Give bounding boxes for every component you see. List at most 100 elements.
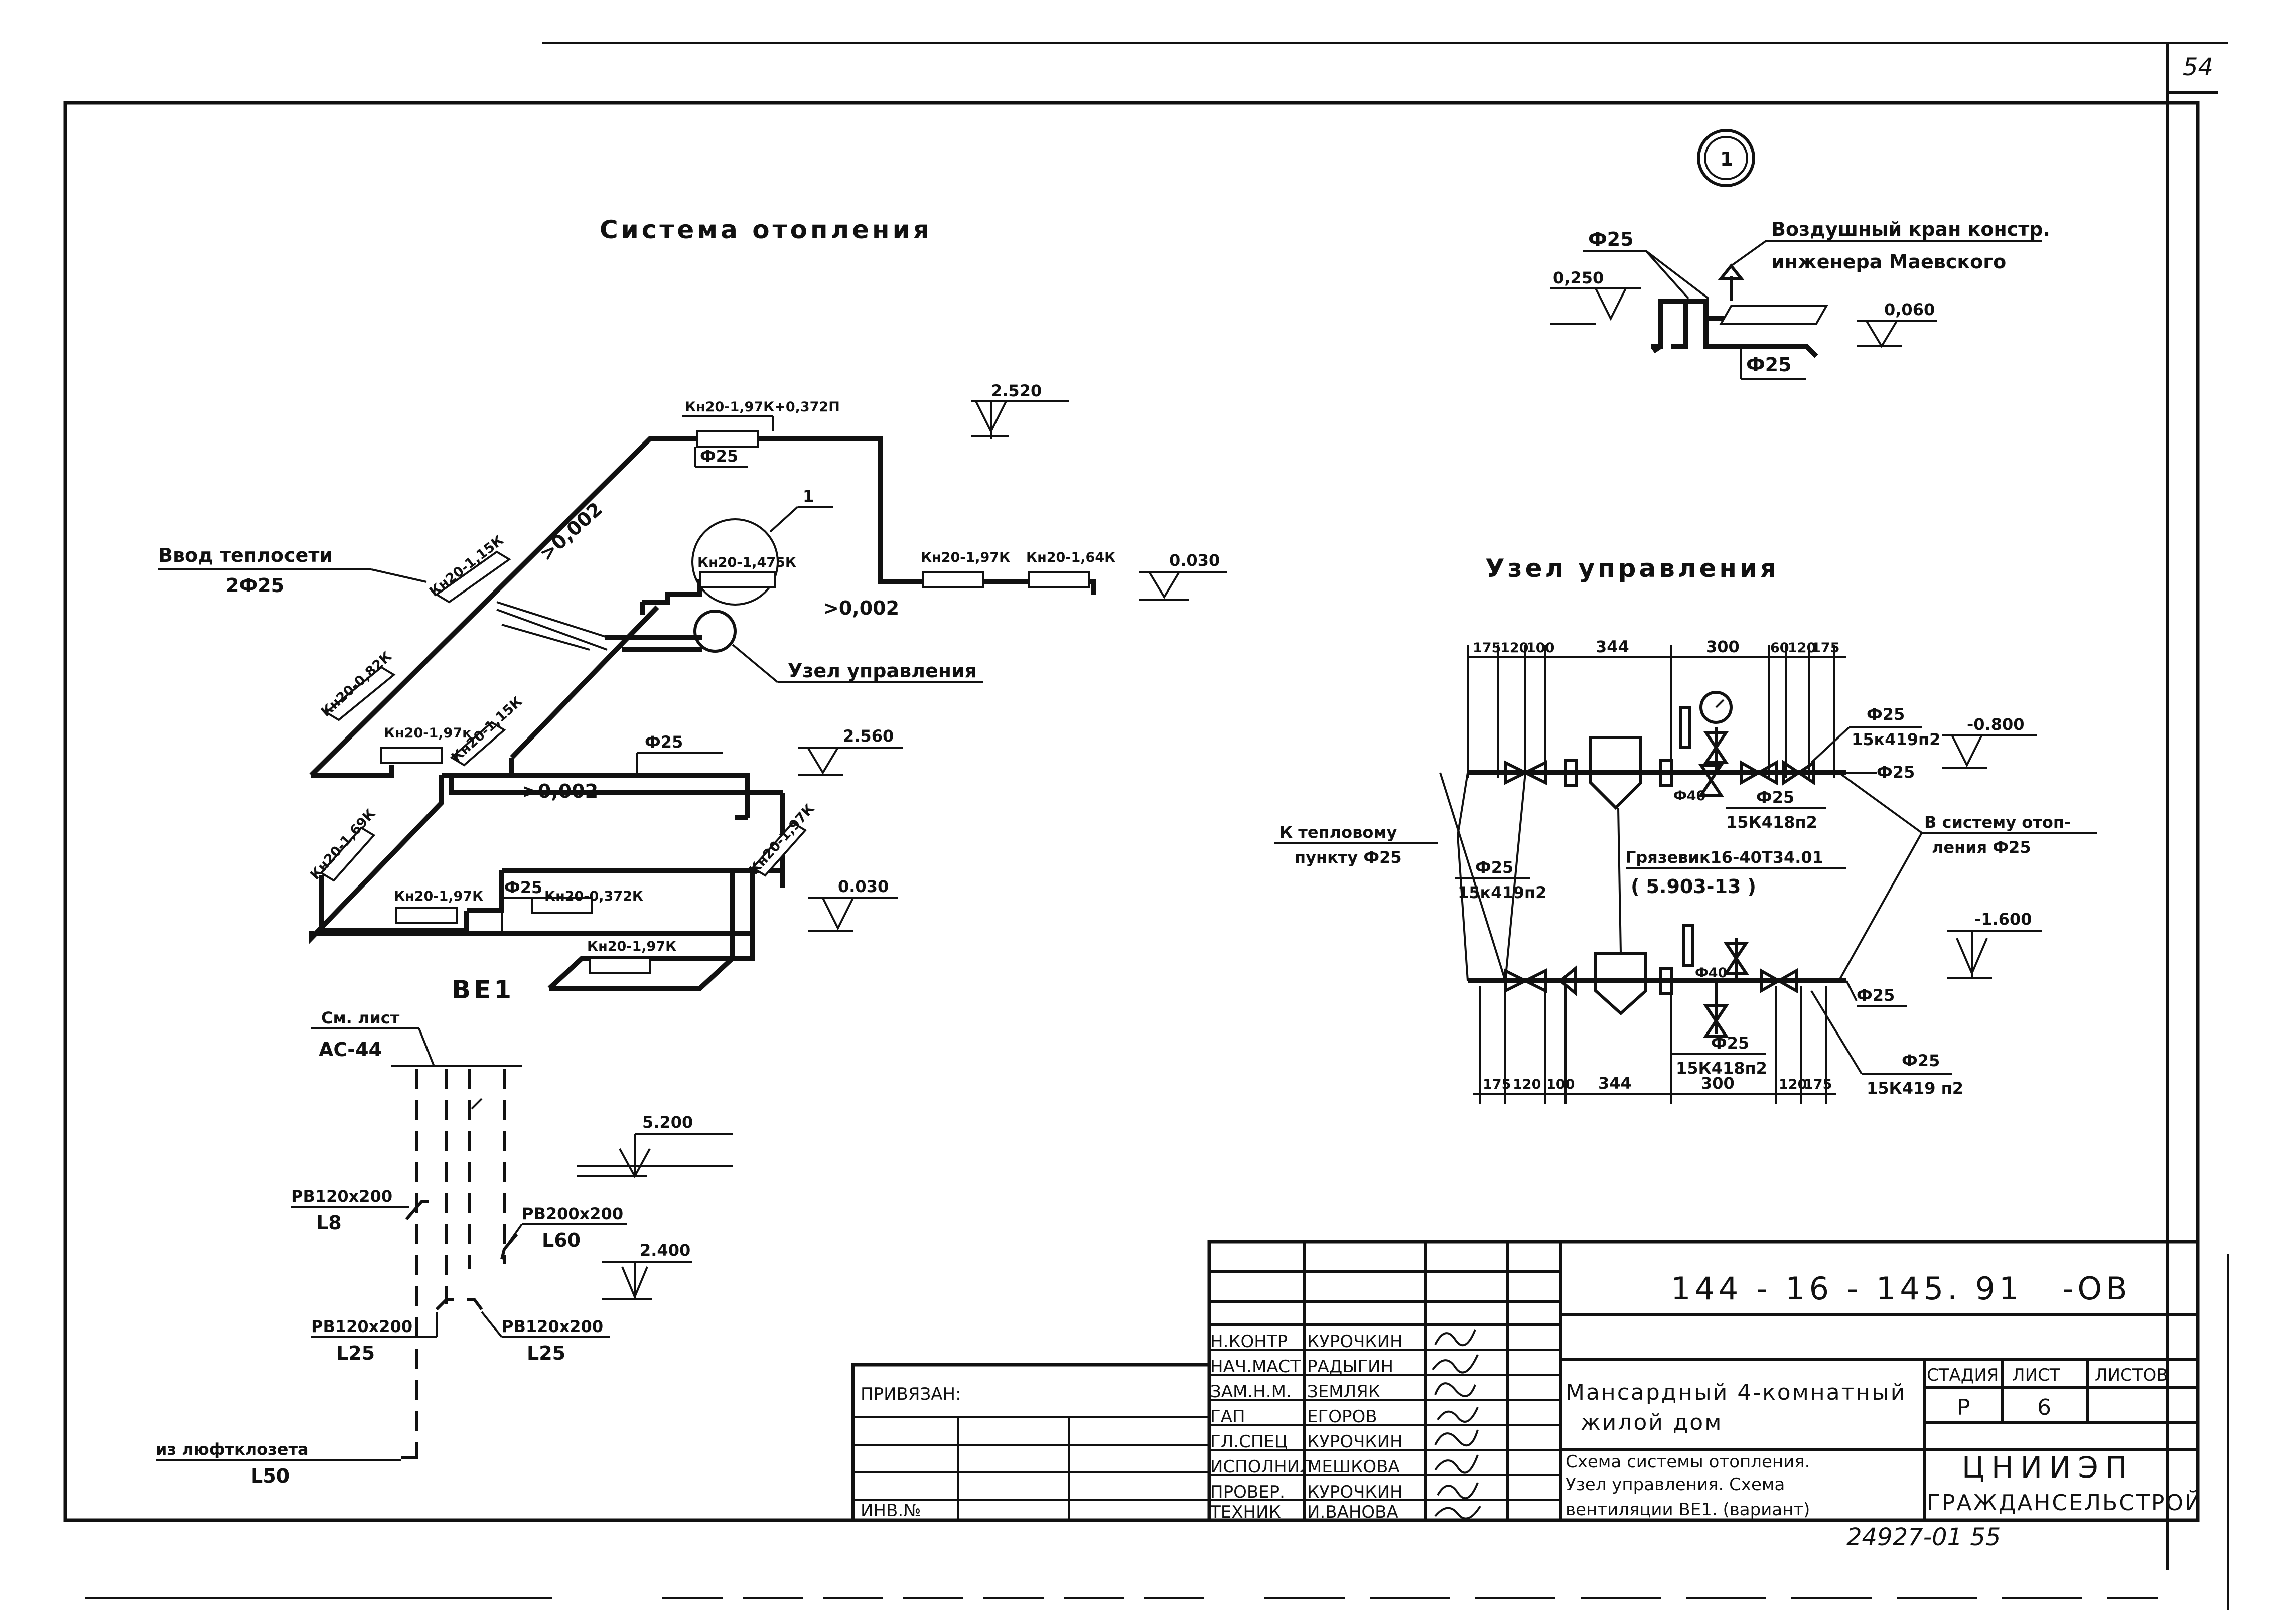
level-value: 2.520 — [991, 381, 1042, 400]
grille-size: РВ120x200 — [311, 1317, 412, 1336]
mayevsky-valve-line-2: инженера Маевского — [1771, 251, 2006, 273]
level-value: 0.030 — [838, 877, 889, 896]
role-label: Н.КОНТР — [1210, 1332, 1288, 1352]
dimension-value: 175 — [1804, 1077, 1832, 1092]
valve-diameter: Ф25 — [1902, 1051, 1940, 1070]
grille-size: РВ200x200 — [522, 1204, 623, 1223]
person-name: КУРОЧКИН — [1307, 1482, 1403, 1502]
project-name-line-2: жилой дом — [1581, 1410, 1723, 1435]
radiator-label: Кн20-1,475К — [697, 555, 796, 570]
detail-1-marker: 1 — [1720, 148, 1733, 170]
grille-length: L25 — [527, 1342, 565, 1364]
mayevsky-valve-line-1: Воздушный кран констр. — [1771, 218, 2050, 240]
organization-line-2: ГРАЖДАНСЕЛЬСТРОЙ — [1927, 1489, 2203, 1516]
inventory-number-label: ИНВ.№ — [861, 1501, 921, 1521]
sheet-title-line-1: Схема системы отопления. — [1566, 1452, 1810, 1472]
dimension-value: 344 — [1596, 637, 1629, 656]
signatures — [1432, 1329, 1481, 1520]
strainer-line-2: ( 5.903-13 ) — [1631, 875, 1756, 898]
radiator-label: Кн20-1,97К — [921, 550, 1010, 565]
ventilation-scheme: ВЕ1 См. лист АС-44 РВ120x200 L8 РВ200x20… — [156, 975, 733, 1487]
dimension-value: 120 — [1513, 1077, 1541, 1092]
grille-size: РВ120x200 — [291, 1187, 392, 1206]
role-label: ГАП — [1210, 1407, 1245, 1427]
sheet-title-line-2: Узел управления. Схема — [1566, 1474, 1785, 1495]
pipe-diameter: Ф25 — [700, 447, 738, 466]
valve-diameter: Ф25 — [1475, 858, 1513, 877]
pipe-diameter: Ф25 — [645, 732, 683, 752]
dimension-value: 60 — [1770, 640, 1789, 656]
level-value: 2.560 — [843, 726, 894, 746]
grille-length: L8 — [316, 1212, 342, 1234]
person-name: РАДЫГИН — [1307, 1357, 1393, 1377]
ventilation-title: ВЕ1 — [452, 975, 514, 1004]
person-name: ЕГОРОВ — [1307, 1407, 1377, 1427]
heating-scheme: Система отопления — [158, 215, 1227, 991]
to-heat-point-line-2: пункту Ф25 — [1295, 848, 1402, 867]
detail-1-level-left: 0,250 — [1553, 268, 1604, 287]
role-label: ПРОВЕР. — [1210, 1482, 1285, 1502]
level-value: -1.600 — [1974, 910, 2032, 929]
sheet-value: 6 — [2037, 1395, 2053, 1420]
pipe-label: Ф40 — [1695, 965, 1727, 981]
ventilation-from-length: L50 — [251, 1465, 290, 1487]
role-label: ЗАМ.Н.М. — [1210, 1382, 1292, 1402]
control-node-symbol — [693, 610, 737, 653]
valve-diameter: Ф25 — [1711, 1034, 1749, 1053]
radiator-label: Кн20-1,64К — [1026, 550, 1115, 565]
detail-1-level-right: 0,060 — [1884, 300, 1935, 319]
detail-1: 1 Ф25 Ф25 0,250 0,060 Воздушный кран кон… — [1550, 129, 2050, 380]
grille-length: L25 — [336, 1342, 375, 1364]
sheet-label: ЛИСТ — [2012, 1365, 2060, 1385]
pipe-label: Ф25 — [1877, 763, 1915, 782]
grille-length: L60 — [542, 1229, 581, 1251]
level-value: 5.200 — [642, 1113, 693, 1132]
radiator-label: Кн20-0,372К — [544, 889, 643, 904]
title-block: ПРИВЯЗАН: ИНВ.№ 144 - 16 - 145. 91 -ОВ Н… — [851, 1240, 2203, 1522]
dimension-value: 120 — [1500, 640, 1528, 656]
dimension-value: 120 — [1788, 640, 1816, 656]
role-label: ИСПОЛНИЛ — [1210, 1457, 1313, 1477]
level-mark: -0.800 — [1942, 715, 2037, 769]
node-1-callout-circle — [691, 518, 779, 606]
sheet-title-line-3: вентиляции ВЕ1. (вариант) — [1566, 1500, 1810, 1520]
inlet-label: Ввод теплосети — [158, 544, 333, 566]
valve-mark: 15К418п2 — [1676, 1059, 1767, 1078]
level-mark: -1.600 — [1947, 910, 2042, 979]
valve-mark: 15К419 п2 — [1867, 1079, 1963, 1098]
role-label: ТЕХНИК — [1210, 1502, 1281, 1522]
valve-mark: 15к419п2 — [1852, 730, 1940, 749]
dimension-value: 175 — [1811, 640, 1839, 656]
radiator-label: Кн20-1,97К — [587, 939, 676, 954]
dimension-chain-top: 175 120 100 344 300 60 120 175 — [1467, 637, 1846, 778]
radiator-group: Кн20-1,97К+0,372П Кн20-1,15К Кн20-1,475К… — [307, 399, 1115, 974]
person-name: ЗЕМЛЯК — [1307, 1382, 1380, 1402]
detail-1-diameter-top: Ф25 — [1588, 228, 1634, 250]
archive-number: 24927-01 55 — [1846, 1523, 2001, 1551]
person-name: И.ВАНОВА — [1307, 1502, 1398, 1522]
ventilation-from-label: из люфтклозета — [156, 1440, 309, 1459]
control-node-title: Узел управления — [1485, 554, 1779, 583]
dimension-value: 300 — [1701, 1074, 1735, 1093]
pipe-label: Ф25 — [1857, 986, 1895, 1005]
slope-label: >0,002 — [522, 780, 598, 802]
to-heat-point-line-1: К тепловому — [1279, 823, 1397, 842]
dimension-value: 175 — [1473, 640, 1501, 656]
level-mark: 2.520 — [971, 381, 1069, 439]
project-name-line-1: Мансардный 4-комнатный — [1566, 1380, 1906, 1405]
heating-title: Система отопления — [600, 215, 932, 244]
organization-line-1: ЦНИИЭП — [1962, 1450, 2135, 1485]
ventilation-ref-line-2: АС-44 — [319, 1039, 382, 1061]
grille-size: РВ120x200 — [502, 1317, 603, 1336]
drawing-code-suffix: -ОВ — [2062, 1270, 2131, 1307]
dimension-value: 100 — [1526, 640, 1554, 656]
radiator-label: Кн20-1,97К — [394, 889, 483, 904]
strainer-line-1: Грязевик16-40Т34.01 — [1626, 848, 1823, 867]
to-system-line-1: В систему отоп- — [1924, 813, 2071, 832]
drawing-code: 144 - 16 - 145. 91 — [1671, 1270, 2023, 1307]
node-1-callout-label: 1 — [803, 487, 814, 506]
bound-label: ПРИВЯЗАН: — [861, 1384, 961, 1404]
role-label: НАЧ.МАСТ — [1210, 1357, 1301, 1377]
person-name: КУРОЧКИН — [1307, 1332, 1403, 1352]
dimension-chain-bottom: 175 120 100 344 300 120 175 — [1473, 986, 1836, 1104]
